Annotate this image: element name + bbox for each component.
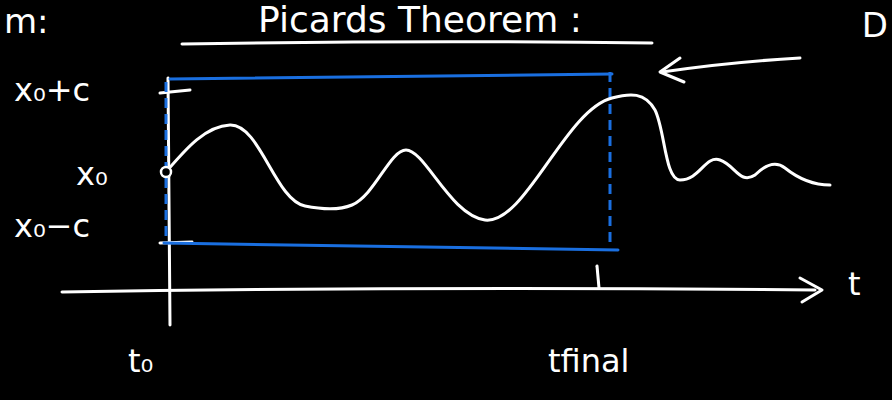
- title-prefix: m:: [4, 4, 49, 38]
- axis-label: t₀: [128, 345, 153, 377]
- axis-label: x₀−c: [14, 210, 90, 242]
- pointer-arrow: [662, 58, 800, 72]
- domain-label: D: [862, 8, 888, 42]
- domain-left: [165, 82, 168, 240]
- axis-label: tfinal: [548, 345, 629, 377]
- initial-point: [161, 167, 171, 177]
- pointer-arrowhead: [660, 58, 684, 82]
- title: Picards Theorem :: [258, 2, 582, 38]
- axis-label: x₀+c: [14, 74, 90, 106]
- axis-label: t: [848, 268, 861, 300]
- t-axis: [62, 288, 815, 292]
- domain-top: [170, 74, 612, 79]
- tick: [597, 266, 599, 288]
- axis-arrowhead: [800, 278, 822, 302]
- underline: [182, 42, 652, 44]
- solution-curve: [166, 95, 830, 220]
- axis-label: x₀: [76, 158, 108, 190]
- domain-bottom: [164, 243, 618, 250]
- x-axis-vertical: [168, 78, 170, 325]
